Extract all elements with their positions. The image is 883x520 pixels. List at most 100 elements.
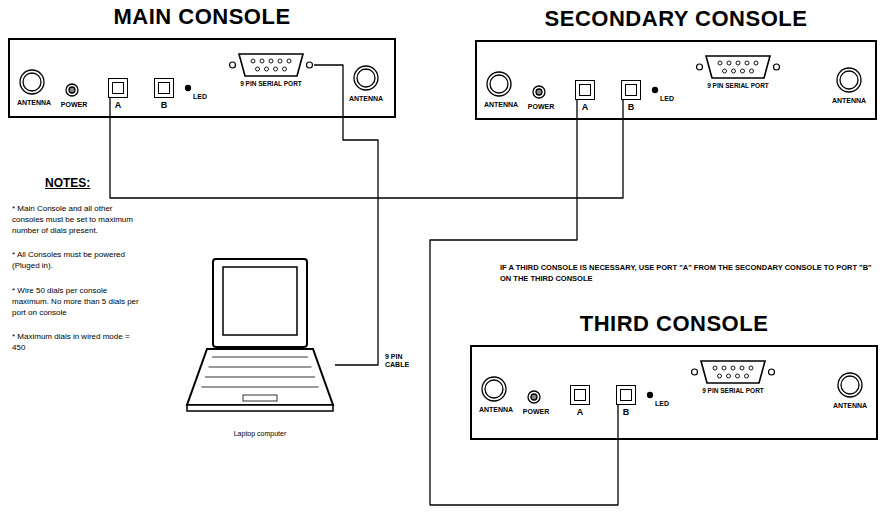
connector-pin	[732, 69, 736, 73]
serial-port: 9 PIN SERIAL PORT	[695, 54, 781, 80]
console-port: A	[570, 385, 590, 405]
antenna-jack	[23, 73, 41, 91]
connector-pin	[745, 374, 749, 378]
laptop-computer: Laptop computer	[185, 255, 335, 440]
serial-port: 9 PIN SERIAL PORT	[228, 52, 314, 78]
antenna-label: ANTENNA	[479, 406, 513, 413]
connector-pin	[278, 59, 282, 63]
cable-line	[110, 98, 623, 198]
instruction-text: IF A THIRD CONSOLE IS NECESSARY, USE POR…	[500, 262, 878, 285]
connector-pin	[713, 366, 717, 370]
console-panel: SECONDARY CONSOLE9 PIN SERIAL PORTABANTE…	[475, 40, 877, 120]
power-jack	[531, 394, 537, 400]
console-port: A	[575, 80, 595, 100]
serial-connector	[690, 359, 776, 385]
led-label: LED	[655, 400, 669, 407]
serial-port: 9 PIN SERIAL PORT	[690, 359, 776, 385]
cable-line	[314, 65, 378, 365]
serial-connector	[695, 54, 781, 80]
led-dot	[653, 88, 658, 93]
antenna-label: ANTENNA	[484, 101, 518, 108]
connector-pin	[731, 366, 735, 370]
connector-pin	[718, 374, 722, 378]
mount-screw	[307, 62, 313, 68]
mount-screw	[769, 369, 775, 375]
serial-connector	[228, 52, 314, 78]
keyboard-row	[205, 377, 315, 378]
connector-pin	[723, 69, 727, 73]
mount-screw	[697, 64, 703, 70]
connector-pin	[722, 366, 726, 370]
console-port: A	[108, 78, 128, 98]
connector-pin	[283, 67, 287, 71]
notes-heading: NOTES:	[45, 176, 90, 190]
port-letter: B	[623, 407, 630, 417]
port-label: 9 PIN SERIAL PORT	[707, 82, 769, 89]
led-label: LED	[660, 95, 674, 102]
console-title: MAIN CONSOLE	[113, 4, 290, 30]
connector-pin	[741, 69, 745, 73]
connector-pin	[265, 67, 269, 71]
note-text: * All Consoles must be powered (Pluged i…	[12, 250, 140, 272]
led-dot	[648, 393, 653, 398]
console-panel: THIRD CONSOLE9 PIN SERIAL PORTABANTENNAP…	[470, 345, 878, 440]
antenna-label: ANTENNA	[17, 99, 51, 106]
power-label: POWER	[61, 101, 87, 108]
device-label: Laptop computer	[185, 430, 335, 437]
connector-pin	[727, 61, 731, 65]
console-port: B	[154, 78, 174, 98]
port-letter: A	[577, 407, 584, 417]
console-port: B	[621, 80, 641, 100]
note-text: * Maximum dials in wired mode = 450	[12, 332, 140, 354]
antenna-jack	[485, 380, 503, 398]
port-label: 9 PIN SERIAL PORT	[702, 387, 764, 394]
power-jack	[533, 86, 545, 98]
antenna-jack	[20, 70, 44, 94]
antenna-label: ANTENNA	[833, 402, 867, 409]
connector-pin	[736, 374, 740, 378]
port-letter: A	[115, 100, 122, 110]
power-jack	[528, 391, 540, 403]
connector-pin	[736, 61, 740, 65]
connector-pin	[750, 69, 754, 73]
power-jack	[69, 87, 75, 93]
connector-shell	[706, 56, 770, 78]
keyboard-row	[209, 367, 312, 368]
laptop-lid	[213, 259, 307, 347]
connector-pin	[727, 374, 731, 378]
antenna-jack	[490, 75, 508, 93]
console-port: B	[616, 385, 636, 405]
connector-shell	[239, 54, 303, 76]
port-letter: B	[628, 102, 635, 112]
connector-pin	[287, 59, 291, 63]
connector-pin	[754, 61, 758, 65]
laptop-base	[187, 349, 333, 405]
mount-screw	[230, 62, 236, 68]
antenna-jack	[354, 66, 378, 90]
console-title: SECONDARY CONSOLE	[545, 6, 808, 32]
cable-label: 9 PIN CABLE	[384, 352, 416, 371]
connector-pin	[274, 67, 278, 71]
antenna-label: ANTENNA	[349, 95, 383, 102]
connector-pin	[718, 61, 722, 65]
connector-shell	[701, 361, 765, 383]
mount-screw	[774, 64, 780, 70]
antenna-jack	[357, 69, 375, 87]
keyboard-row	[201, 387, 318, 388]
power-jack	[66, 84, 78, 96]
connector-pin	[256, 67, 260, 71]
console-title: THIRD CONSOLE	[580, 311, 769, 337]
connector-pin	[260, 59, 264, 63]
laptop-screen	[223, 267, 297, 335]
antenna-jack	[837, 68, 861, 92]
antenna-jack	[840, 71, 858, 89]
led-dot	[186, 86, 191, 91]
notes-column: * Main Console and all other consoles mu…	[12, 204, 140, 368]
cable-line	[430, 100, 618, 505]
note-text: * Wire 50 dials per console maximum. No …	[12, 286, 140, 318]
port-letter: A	[582, 102, 589, 112]
connector-pin	[251, 59, 255, 63]
power-label: POWER	[523, 408, 549, 415]
power-jack	[536, 89, 542, 95]
